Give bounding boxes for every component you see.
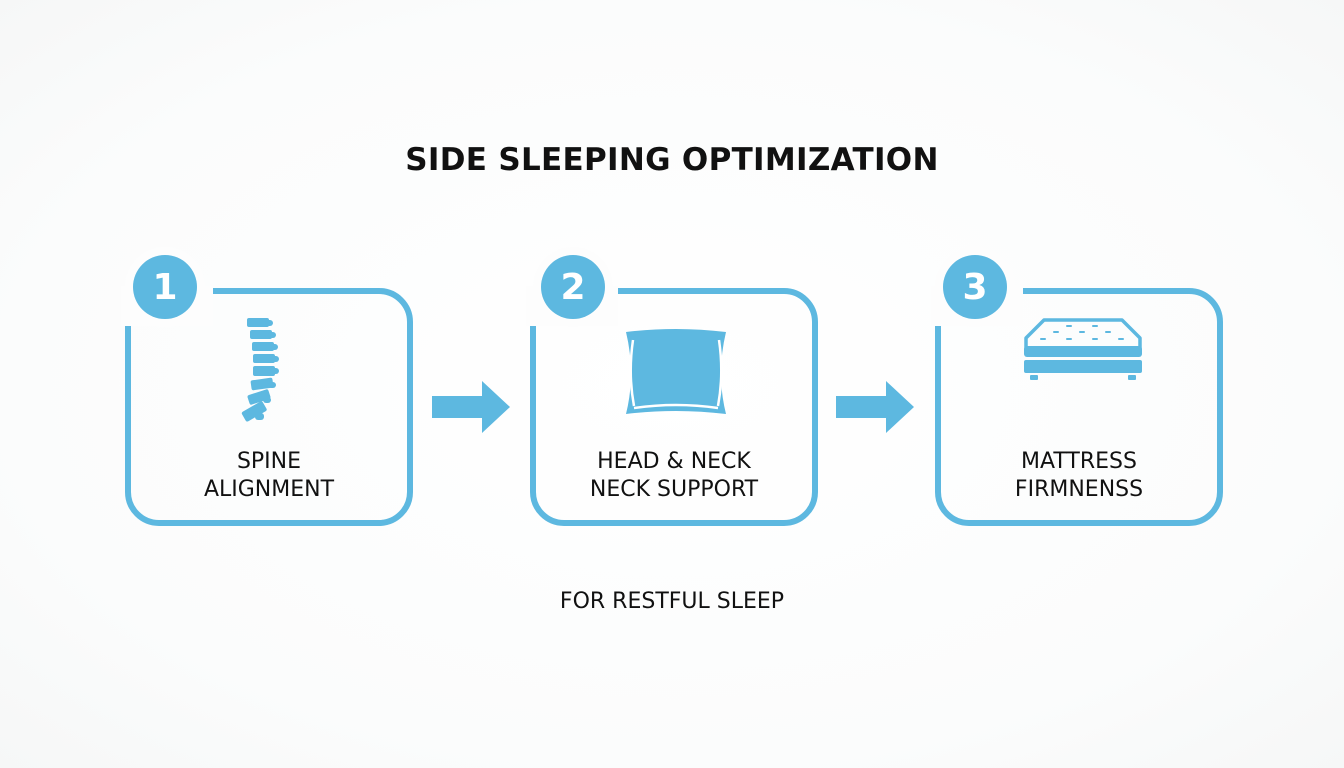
step-card-spine-alignment: SPINE ALIGNMENT xyxy=(121,286,413,526)
step-card-mattress-firmness: MATTRESS FIRMNENSS xyxy=(931,286,1223,526)
step-label-line2: NECK SUPPORT xyxy=(589,477,759,502)
mattress-icon xyxy=(1024,318,1142,380)
step-number-badge: 3 xyxy=(943,255,1007,319)
step-label-line1: SPINE xyxy=(236,449,302,474)
step-number-badge: 1 xyxy=(133,255,197,319)
arrow-right-icon xyxy=(836,381,914,433)
step-label-line1: HEAD & NECK xyxy=(597,449,751,474)
step-label-line2: ALIGNMENT xyxy=(203,477,335,502)
spine-icon xyxy=(241,318,279,422)
arrow-right-icon xyxy=(432,381,510,433)
step-card-head-neck-support: HEAD & NECK NECK SUPPORT xyxy=(526,286,818,526)
pillow-icon xyxy=(626,329,726,414)
step-number-badge: 2 xyxy=(541,255,605,319)
step-label-line1: MATTRESS xyxy=(1021,449,1137,474)
step-label-line2: FIRMNENSS xyxy=(1014,477,1144,502)
page-title: SIDE SLEEPING OPTIMIZATION xyxy=(405,142,939,178)
subtitle: FOR RESTFUL SLEEP xyxy=(559,589,785,614)
